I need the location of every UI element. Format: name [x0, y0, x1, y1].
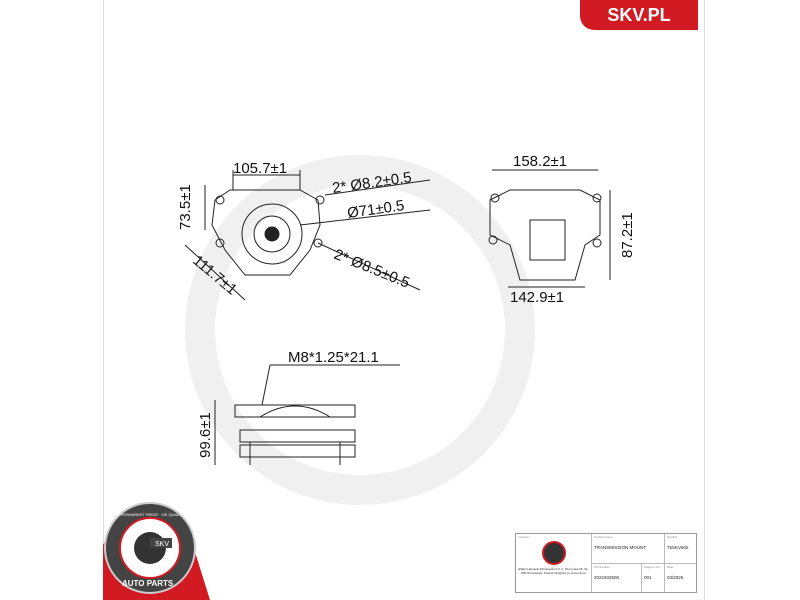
- product-name-label: Product name: [594, 535, 613, 539]
- logo-text-top: AFTERMARKET PRICE · OE QUALITY: [115, 512, 186, 517]
- skv-auto-parts-logo: [103, 502, 210, 600]
- diagram-label: Diagram No.: [644, 565, 661, 569]
- product-name: TRANSMISSION MOUNT: [594, 545, 647, 550]
- symbol: 75SKV802: [667, 545, 689, 550]
- side-view: [488, 169, 611, 288]
- title-block: Importer ESEN Hajnacki Wiśniewski S.K.A.…: [515, 533, 697, 593]
- diagram-cell: Diagram No. 001: [641, 563, 664, 592]
- dim-side-width-bottom: 142.9±1: [510, 289, 564, 306]
- dim-side-height: 87.2±1: [619, 212, 636, 258]
- watermark-gear: [185, 155, 535, 505]
- front-view: [214, 364, 400, 465]
- product-name-cell: Product name TRANSMISSION MOUNT: [591, 534, 664, 563]
- date-label: Date: [667, 565, 674, 569]
- date-cell: Date 03/2025: [664, 563, 696, 592]
- brand-badge[interactable]: SKV.PL: [580, 0, 698, 30]
- importer-logo: [541, 541, 566, 565]
- date: 03/2025: [667, 575, 684, 580]
- cn-number: 2022402500: [594, 575, 620, 580]
- symbol-label: Symbol: [667, 535, 678, 539]
- dim-bolt: M8*1.25*21.1: [288, 349, 379, 366]
- dim-top-width: 105.7±1: [233, 160, 287, 177]
- logo-text-bottom: AUTO PARTS: [122, 579, 174, 588]
- cn-label: CN Number: [594, 565, 610, 569]
- symbol-cell: Symbol 75SKV802: [664, 534, 696, 563]
- brand-label: SKV.PL: [607, 4, 671, 25]
- top-view: [184, 170, 431, 301]
- dim-front-height: 99.6±1: [197, 412, 214, 458]
- dim-top-height: 73.5±1: [177, 184, 194, 230]
- importer-label: Importer: [518, 535, 530, 539]
- importer-cell: Importer ESEN Hajnacki Wiśniewski S.K.A.…: [516, 534, 591, 592]
- cn-cell: CN Number 2022402500: [591, 563, 641, 592]
- dim-hole-large: 2* Ø8.5±0.5: [332, 246, 412, 292]
- dim-bore: Ø71±0.5: [346, 197, 405, 222]
- diagram-number: 001: [644, 575, 652, 580]
- dim-side-width-top: 158.2±1: [513, 153, 567, 170]
- drawing-frame: [103, 0, 705, 600]
- logo-text-center: SKV: [155, 541, 169, 548]
- importer-text: ESEN Hajnacki Wiśniewski S.K.A. Pluzynsk…: [518, 567, 589, 575]
